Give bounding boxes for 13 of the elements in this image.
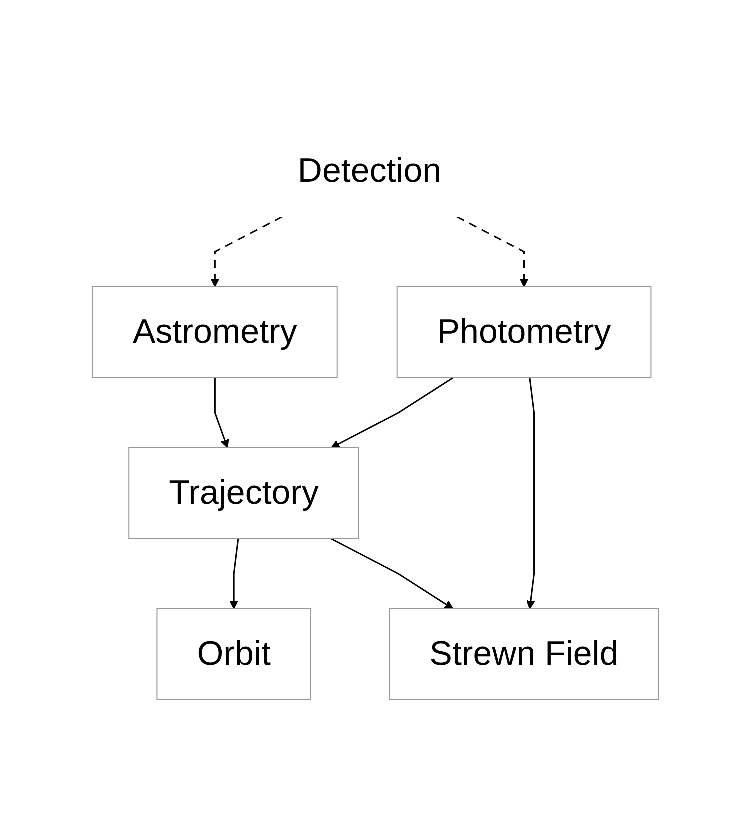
node-text: Detection — [298, 152, 442, 190]
node-box: Photometry — [396, 286, 652, 378]
arrow — [330, 377, 454, 448]
node-box: Trajectory — [128, 448, 360, 540]
arrow — [214, 378, 229, 448]
arrow — [229, 538, 239, 610]
arrow — [210, 216, 282, 288]
node-box: Strewn Field — [388, 608, 659, 700]
arrow — [330, 538, 454, 610]
arrow — [456, 216, 528, 288]
node-box: Orbit — [156, 608, 312, 700]
node-box: Astrometry — [92, 286, 338, 378]
arrow — [526, 378, 535, 610]
